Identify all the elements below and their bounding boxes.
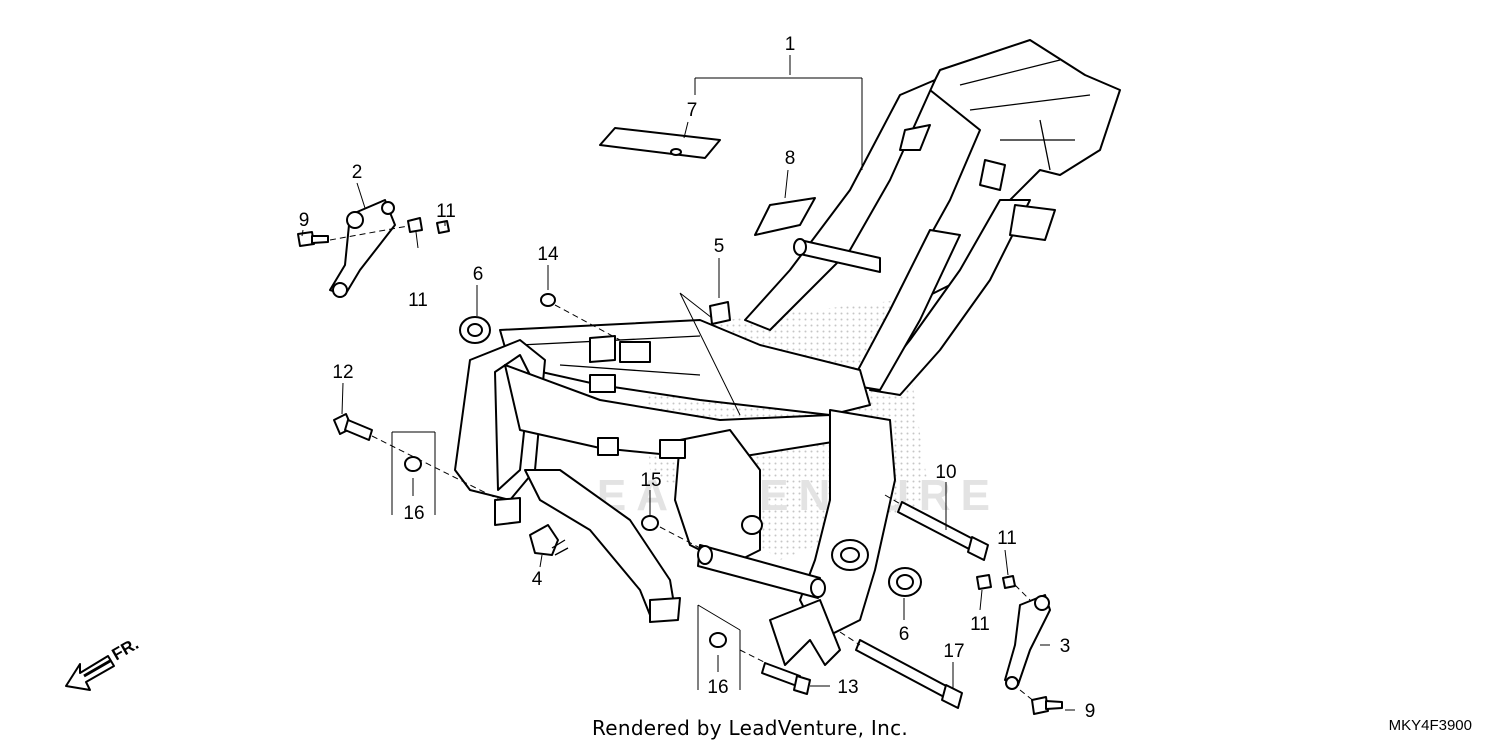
callout-4: 4 [532,569,543,590]
part-5-collar [709,301,731,325]
callout-6-lower: 6 [899,624,910,645]
callout-5: 5 [714,236,725,257]
render-credit: Rendered by LeadVenture, Inc. [591,716,909,740]
callout-17: 17 [943,641,964,662]
part-15-nut [641,515,659,531]
part-4-clamp [529,524,569,556]
part-9-bolt-left [297,231,329,247]
part-13-bolt [761,662,811,695]
callout-6-upper: 6 [473,264,484,285]
part-11-screws [407,217,1016,590]
part-17-bolt [855,639,963,709]
part-9-bolt-right [1031,696,1063,715]
callout-16-lower: 16 [707,677,728,698]
callout-14: 14 [537,244,559,265]
svg-text:LEADVENTURE: LEADVENTURE [560,471,1000,520]
front-arrow-label: FR. [109,634,142,664]
callouts: 1 7 8 2 9 11 11 6 14 5 12 16 15 4 16 13 … [299,34,1096,722]
callout-11-right-bottom: 11 [970,614,990,635]
front-arrow: FR. [65,634,142,691]
part-14-nut [540,293,556,307]
part-6-grommet [459,316,922,597]
callout-9-left: 9 [299,210,310,231]
callout-11-right-top: 11 [997,528,1017,549]
part-7-plate [599,127,721,159]
callout-15: 15 [640,470,661,491]
callout-12: 12 [332,362,353,383]
main-frame [454,39,1121,666]
callout-11-top: 11 [436,201,456,222]
part-8-plate [754,197,816,236]
callout-7: 7 [687,100,698,121]
callout-10: 10 [935,462,956,483]
part-16-washer-upper [404,456,422,472]
leader-lines [301,55,1075,711]
callout-13: 13 [837,677,858,698]
callout-1: 1 [785,34,796,55]
callout-16-upper: 16 [403,503,424,524]
callout-3: 3 [1060,636,1071,657]
callout-2: 2 [352,162,363,183]
callout-11-mid: 11 [408,290,428,311]
diagram-code: MKY4F3900 [1388,717,1472,734]
part-12-bolt [333,413,373,441]
callout-9-right: 9 [1085,701,1096,722]
part-16-washer-lower [709,632,727,648]
part-3-bracket [1004,594,1051,690]
part-2-bracket [329,199,396,298]
callout-8: 8 [785,148,796,169]
part-10-bolt [897,501,989,561]
